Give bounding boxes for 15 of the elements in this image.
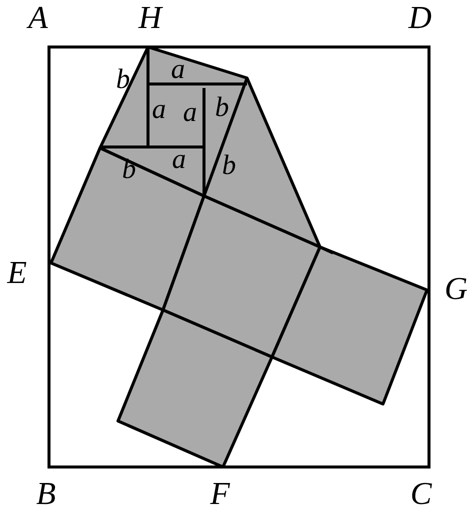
point-label: F <box>210 477 230 509</box>
side-label: a <box>152 96 166 124</box>
point-label: C <box>410 477 432 509</box>
point-label: H <box>138 1 162 33</box>
point-label: A <box>28 1 48 33</box>
side-label: b <box>215 94 229 122</box>
point-label: D <box>408 1 432 33</box>
side-label: a <box>172 146 186 174</box>
point-label: G <box>444 272 468 304</box>
side-label: a <box>183 99 197 127</box>
point-label: B <box>36 477 56 509</box>
point-label: E <box>7 256 27 288</box>
side-label: b <box>222 152 236 180</box>
side-label: b <box>116 66 130 94</box>
side-label: a <box>171 56 185 84</box>
